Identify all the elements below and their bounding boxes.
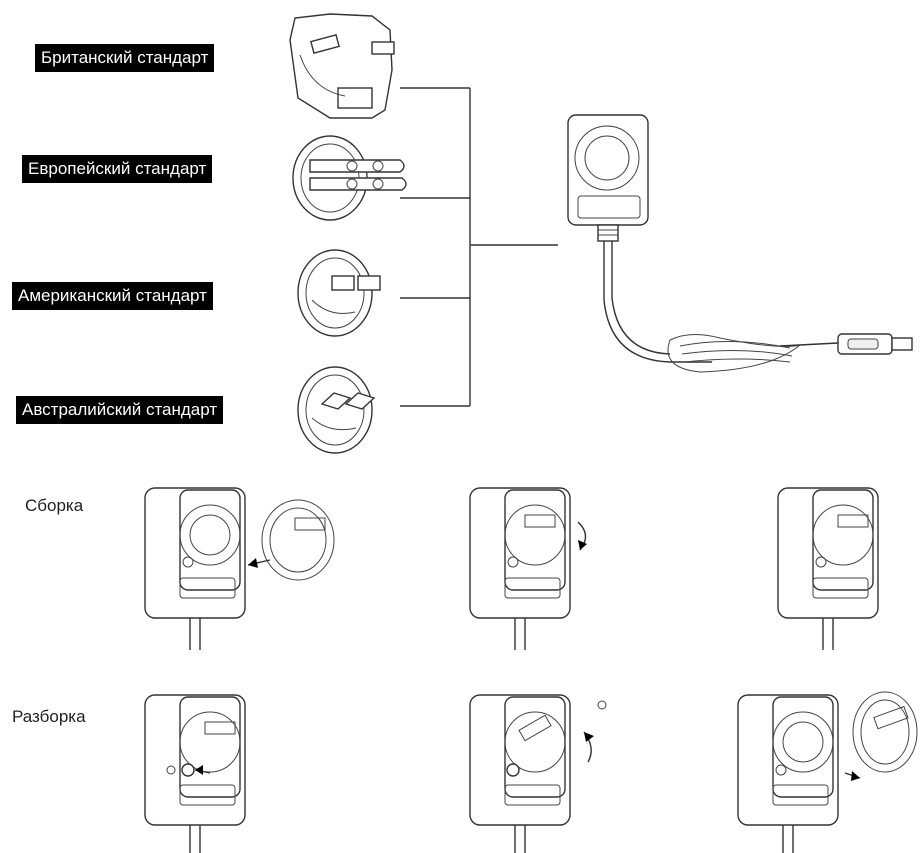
uk-plug-icon: [289, 13, 395, 119]
disassembly-step-2: [469, 694, 607, 853]
power-adapter-icon: [567, 114, 913, 373]
eu-plug-icon: [292, 135, 407, 221]
assembly-step-2: [469, 487, 587, 650]
uk-standard-label: Британский стандарт: [35, 44, 215, 72]
connector-bracket: [400, 87, 558, 407]
eu-standard-label: Европейский стандарт: [22, 155, 213, 183]
disassembly-label: Разборка: [12, 707, 86, 726]
us-plug-icon: [297, 249, 381, 337]
assembly-step-1: [144, 487, 335, 650]
au-standard-label: Австралийский стандарт: [16, 396, 224, 424]
au-plug-icon: [297, 366, 376, 454]
disassembly-step-1: [144, 694, 246, 853]
us-standard-label: Американский стандарт: [12, 282, 213, 310]
disassembly-step-3: [737, 691, 918, 853]
assembly-step-3: [777, 487, 879, 650]
assembly-label: Сборка: [25, 496, 84, 515]
